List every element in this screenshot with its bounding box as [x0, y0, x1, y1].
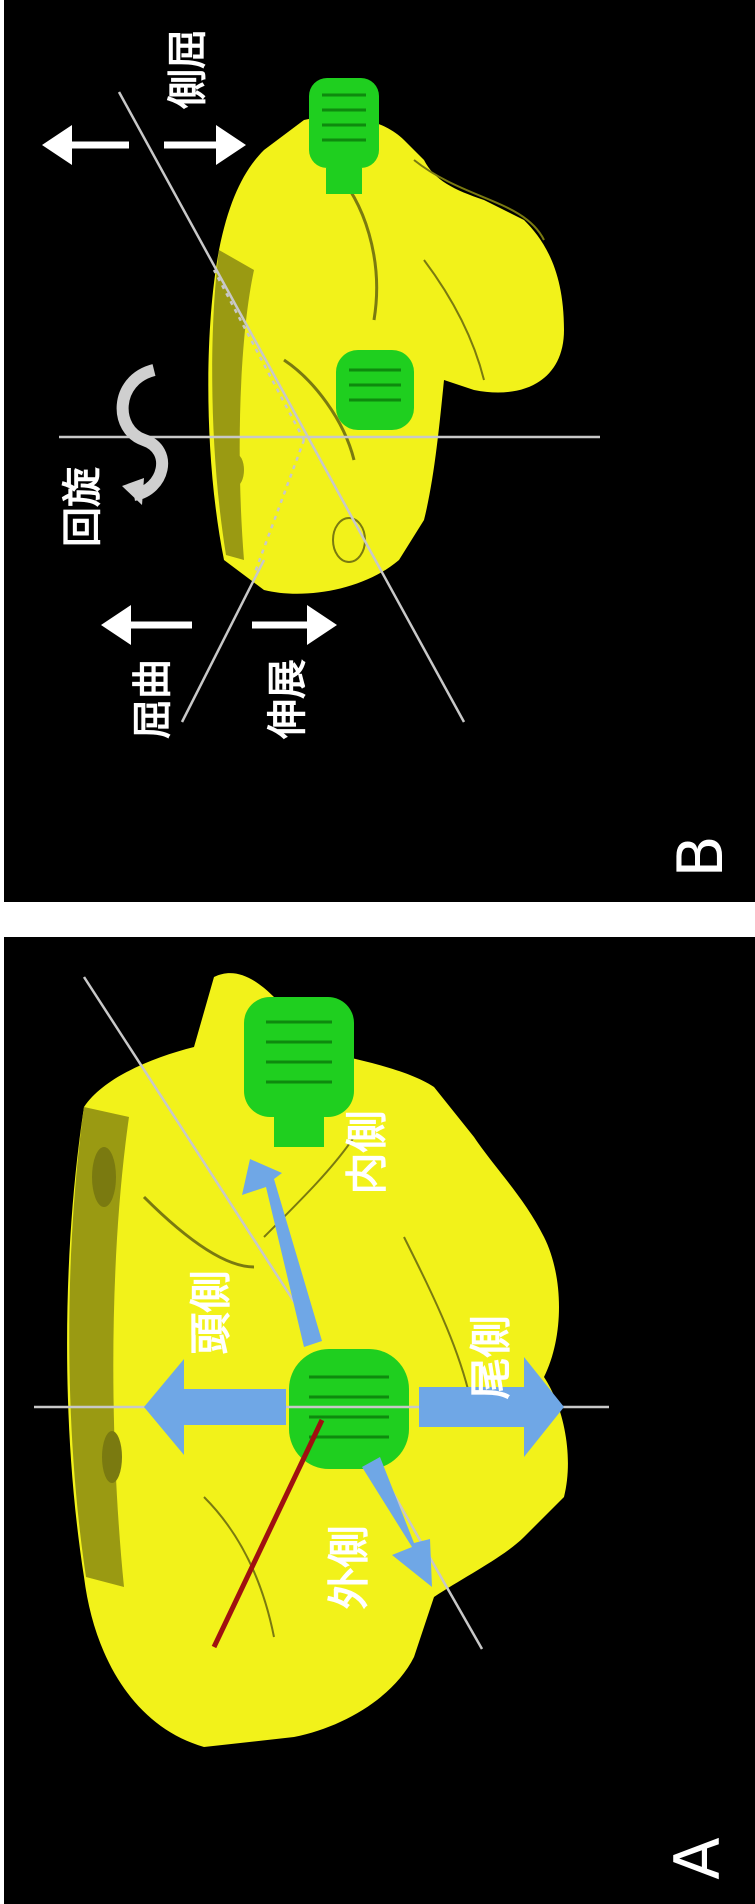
label-caudal: 尾側 [458, 1315, 519, 1399]
pedicle-screw-b-lower [336, 350, 414, 430]
panel-a-illustration [4, 937, 755, 1904]
label-medial: 内側 [334, 1110, 395, 1194]
label-lateral-bending: 側屈 [155, 29, 213, 109]
panel-a: 頭側 内側 尾側 外側 A [4, 937, 755, 1904]
label-extension: 伸展 [255, 659, 313, 739]
label-lateral: 外側 [316, 1525, 377, 1609]
panel-letter-b: B [664, 835, 737, 878]
panel-b: 側屈 回旋 屈曲 伸展 B [4, 0, 755, 902]
panel-b-illustration [4, 0, 755, 902]
label-flexion: 屈曲 [120, 659, 178, 739]
label-cranial: 頭側 [178, 1270, 239, 1354]
vertebra-model-b [208, 100, 564, 594]
label-rotation: 回旋 [50, 467, 108, 547]
panel-letter-a: A [661, 1837, 734, 1879]
